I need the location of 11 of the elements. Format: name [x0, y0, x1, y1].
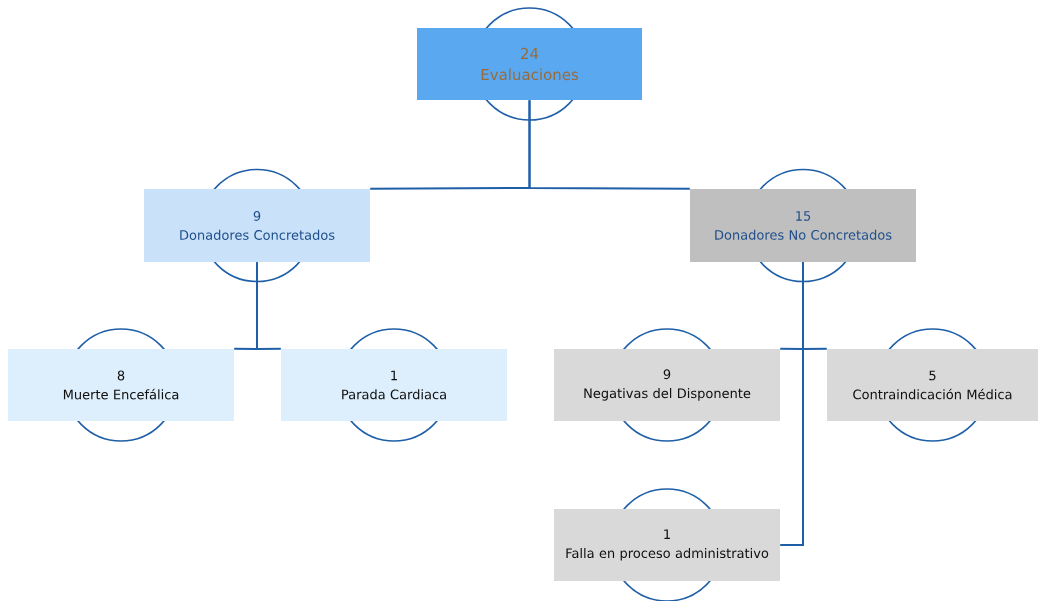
connector-line [779, 261, 804, 546]
count-box: 5 Contraindicación Médica [827, 328, 1038, 442]
count-box: 8 Muerte Encefálica [8, 328, 234, 442]
count-box: 1 Parada Cardiaca [281, 328, 507, 442]
count-box: 24 Evaluaciones [417, 7, 642, 121]
connector-line [528, 99, 691, 190]
count-box: 15 Donadores No Concretados [690, 168, 916, 283]
connector-line [256, 261, 282, 350]
count-box: 9 Donadores Concretados [144, 168, 370, 283]
count-box: 1 Falla en proceso administrativo [554, 488, 780, 601]
count-box: 9 Negativas del Disponente [554, 328, 780, 442]
